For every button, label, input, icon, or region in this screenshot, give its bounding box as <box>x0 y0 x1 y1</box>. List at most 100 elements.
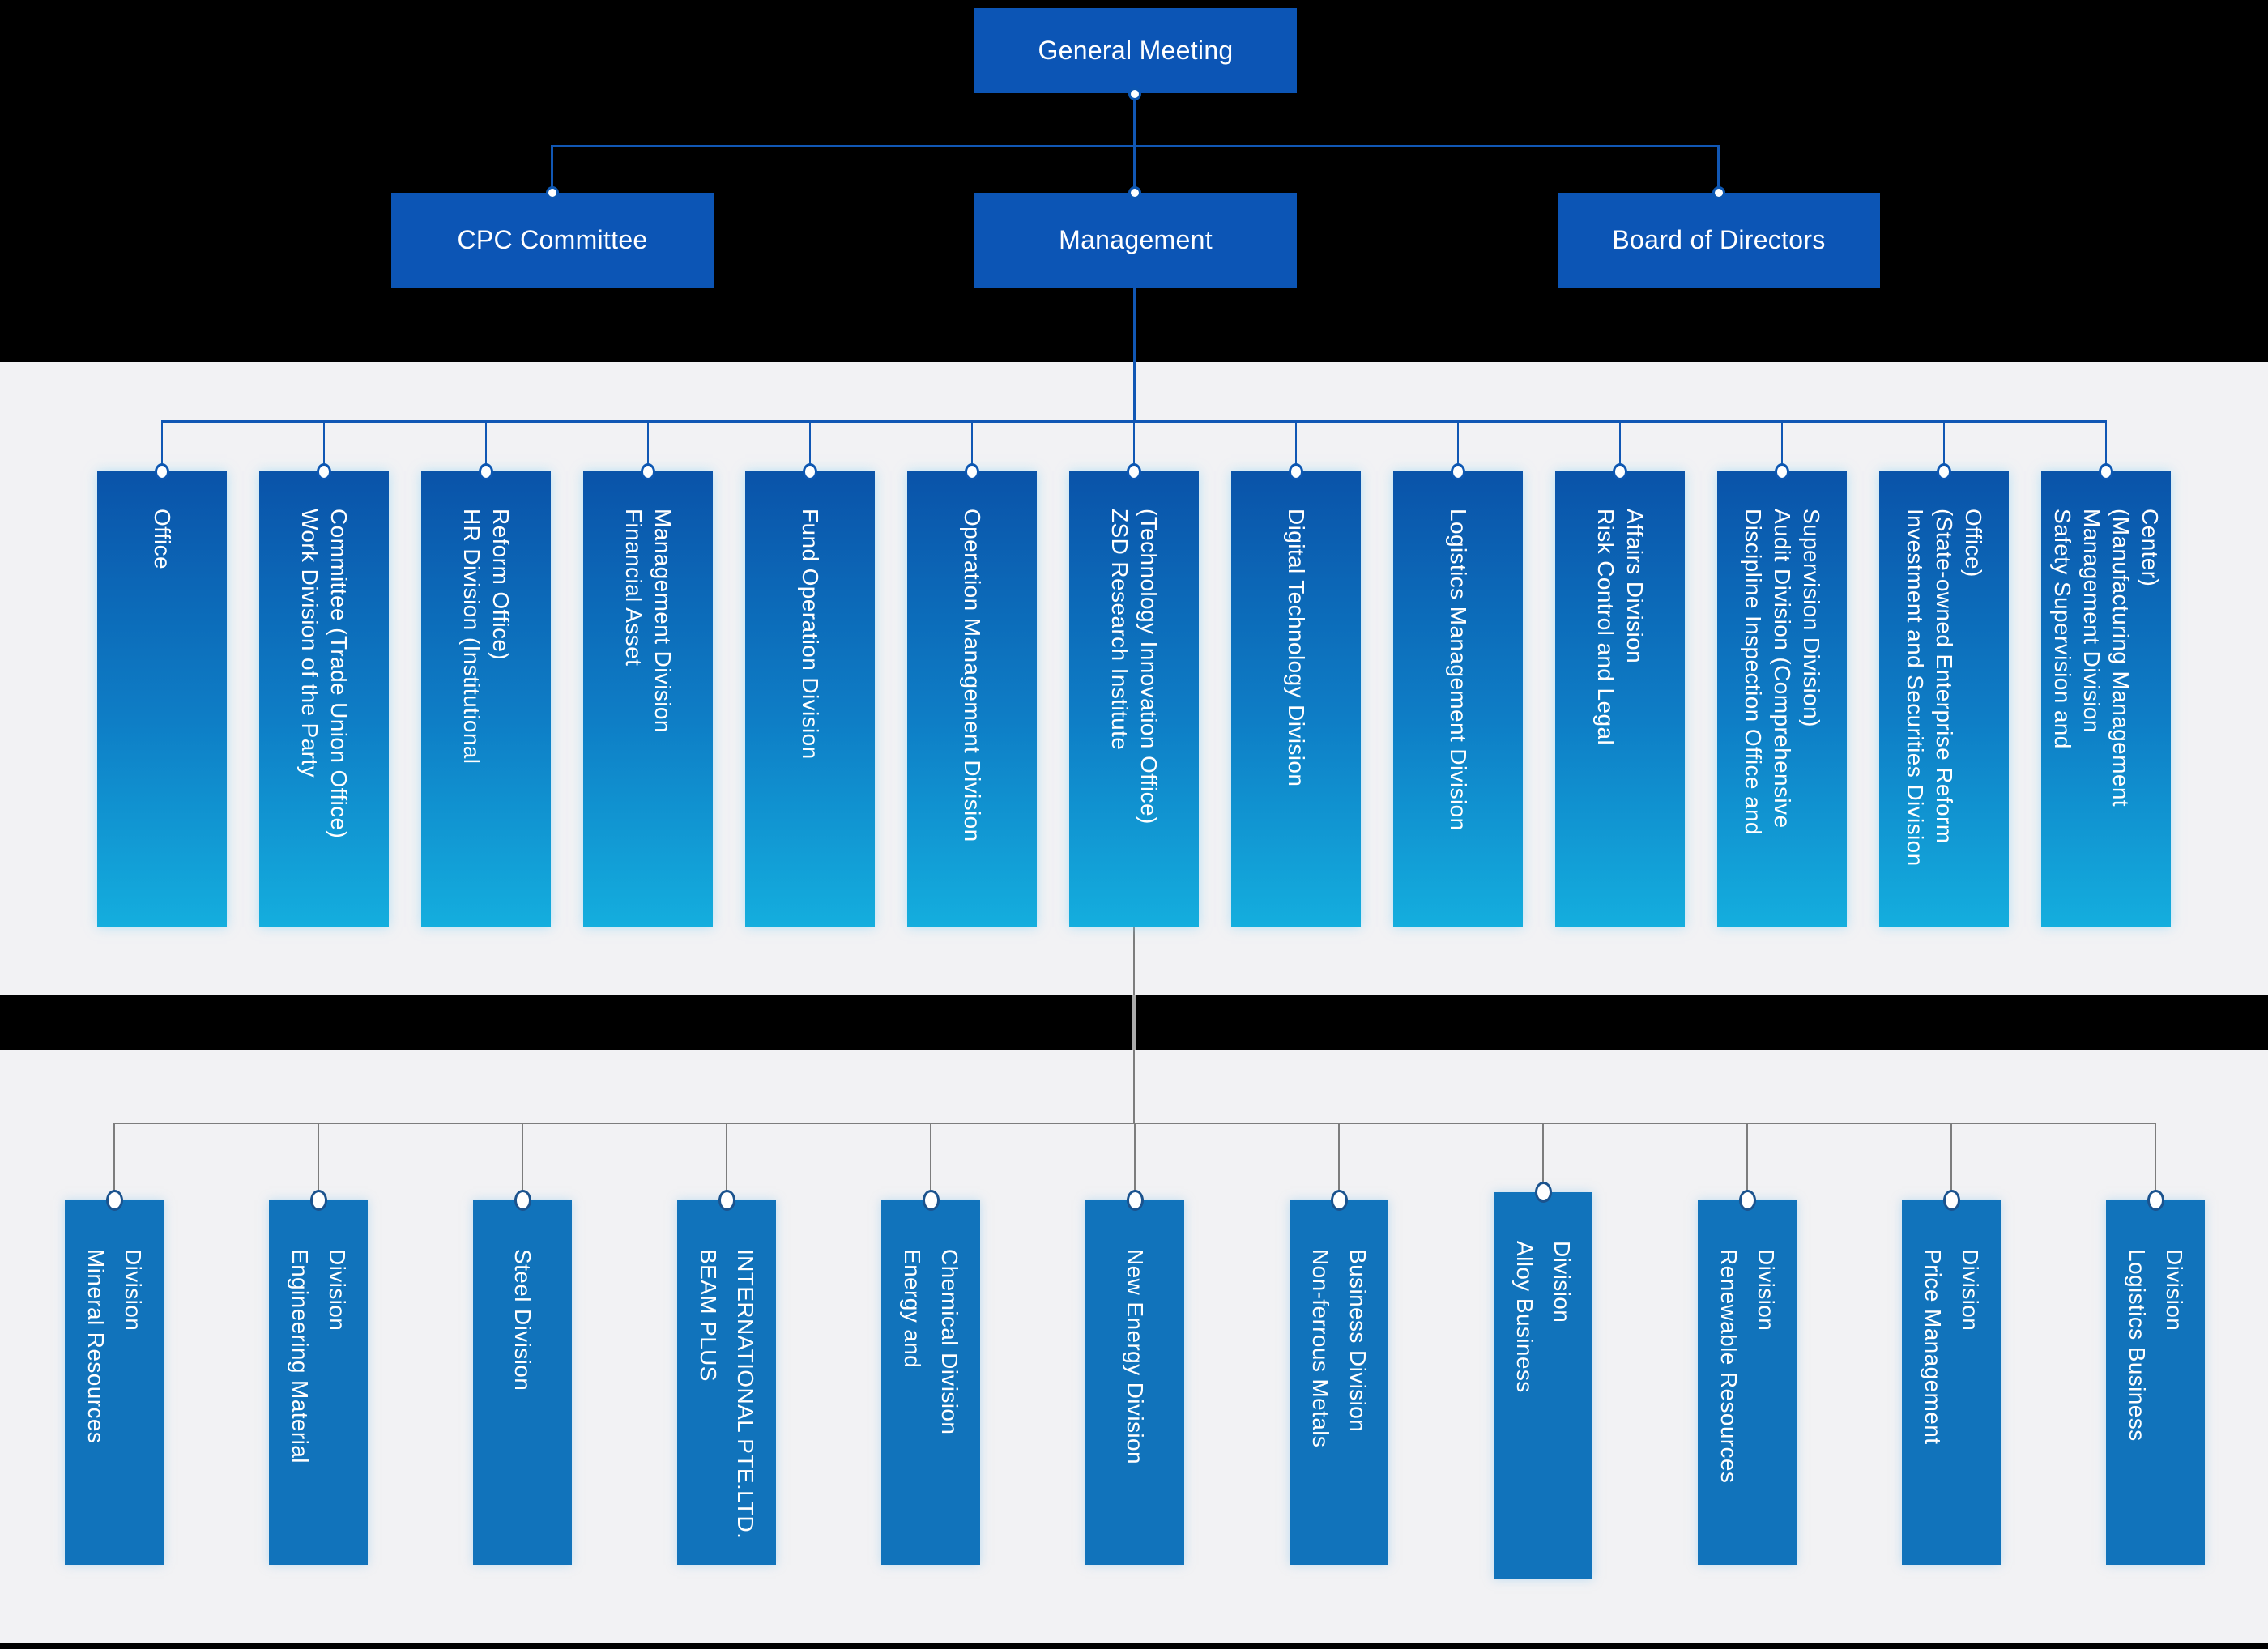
connector-dot <box>2147 1190 2164 1211</box>
connector-dot <box>479 463 493 480</box>
dept-label: Logistics Management Division <box>1446 509 1471 831</box>
division-label: Alloy Business Division <box>1512 1241 1575 1393</box>
connector-dot <box>803 463 817 480</box>
connector-dot <box>1937 463 1951 480</box>
connector-line <box>323 420 325 471</box>
dept-label: Risk Control and Legal Affairs Division <box>1593 509 1648 746</box>
dept-label: Investment and Securities Division (Stat… <box>1903 509 1986 867</box>
division-label: Renewable Resources Division <box>1716 1249 1779 1484</box>
connector-line <box>1133 93 1136 193</box>
connector-line <box>318 1123 319 1200</box>
node-label: CPC Committee <box>457 225 648 254</box>
node-label: General Meeting <box>1038 36 1234 65</box>
dept-label: Financial Asset Management Division <box>621 509 676 733</box>
node-board-of-directors: Board of Directors <box>1558 193 1880 288</box>
dept-box-hr-division: HR Division (Institutional Reform Office… <box>421 471 551 927</box>
connector-line <box>161 420 163 471</box>
dept-box-party-committee: Work Division of the Party Committee (Tr… <box>259 471 389 927</box>
connector-dot <box>1127 1190 1144 1211</box>
connector-line <box>1132 995 1136 1050</box>
dept-box-discipline-inspection: Discipline Inspection Office and Audit D… <box>1717 471 1847 927</box>
connector-dot <box>1289 463 1303 480</box>
connector-line <box>2155 1123 2156 1200</box>
connector-line <box>552 145 1719 147</box>
connector-dot <box>1739 1190 1756 1211</box>
connector-line <box>485 420 487 471</box>
connector-dot <box>1943 1190 1960 1211</box>
division-box-energy-chemical: Energy and Chemical Division <box>881 1200 980 1565</box>
connector-dot <box>155 463 169 480</box>
connector-dot <box>1128 186 1141 199</box>
connector-dot <box>310 1190 327 1211</box>
connector-dot <box>641 463 655 480</box>
connector-line <box>2105 420 2107 471</box>
division-box-steel: Steel Division <box>473 1200 572 1565</box>
connector-dot <box>1775 463 1789 480</box>
connector-dot <box>546 186 559 199</box>
dept-label: Operation Management Division <box>960 509 985 842</box>
dept-label: Work Division of the Party Committee (Tr… <box>297 509 352 839</box>
connector-line <box>1134 1123 1136 1200</box>
connector-line <box>930 1123 932 1200</box>
connector-dot <box>1128 87 1141 100</box>
dept-label: ZSD Research Institute (Technology Innov… <box>1107 509 1162 824</box>
connector-line <box>809 420 811 471</box>
connector-line <box>1746 1123 1748 1200</box>
division-label: Price Management Division <box>1921 1249 1983 1445</box>
dept-box-operation-management: Operation Management Division <box>907 471 1037 927</box>
dept-box-fund-operation: Fund Operation Division <box>745 471 875 927</box>
connector-dot <box>1451 463 1465 480</box>
division-box-beam-plus-international: BEAM PLUS INTERNATIONAL PTE.LTD. <box>677 1200 776 1565</box>
connector-line <box>1943 420 1945 471</box>
connector-line <box>1133 420 1135 471</box>
division-box-engineering-material: Engineering Material Division <box>269 1200 368 1565</box>
dept-box-safety-supervision: Safety Supervision and Management Divisi… <box>2041 471 2171 927</box>
dept-box-investment-securities: Investment and Securities Division (Stat… <box>1879 471 2009 927</box>
division-label: Steel Division <box>510 1249 535 1391</box>
dept-box-office: Office <box>97 471 227 927</box>
connector-line <box>1717 145 1720 193</box>
dept-label: Discipline Inspection Office and Audit D… <box>1741 509 1824 835</box>
connector-line <box>647 420 649 471</box>
division-box-price-management: Price Management Division <box>1902 1200 2001 1565</box>
dept-box-digital-technology: Digital Technology Division <box>1231 471 1361 927</box>
connector-dot <box>1613 463 1627 480</box>
node-label: Management <box>1059 225 1213 254</box>
connector-dot <box>514 1190 531 1211</box>
dept-label: HR Division (Institutional Reform Office… <box>459 509 514 765</box>
connector-line <box>1457 420 1459 471</box>
dept-box-logistics-management: Logistics Management Division <box>1393 471 1523 927</box>
node-label: Board of Directors <box>1612 225 1826 254</box>
connector-dot <box>1535 1182 1552 1203</box>
division-box-mineral-resources: Mineral Resources Division <box>65 1200 164 1565</box>
node-cpc-committee: CPC Committee <box>391 193 714 288</box>
connector-line <box>1295 420 1297 471</box>
connector-dot <box>317 463 331 480</box>
division-label: Engineering Material Division <box>288 1249 350 1464</box>
division-box-non-ferrous-metals: Non-ferrous Metals Business Division <box>1290 1200 1388 1565</box>
connector-line <box>1781 420 1783 471</box>
dept-label: Safety Supervision and Management Divisi… <box>2050 509 2163 807</box>
connector-line <box>1950 1123 1952 1200</box>
dept-box-risk-control: Risk Control and Legal Affairs Division <box>1555 471 1685 927</box>
connector-dot <box>965 463 979 480</box>
division-label: Logistics Business Division <box>2125 1249 2187 1442</box>
connector-line <box>551 145 553 193</box>
division-box-renewable-resources: Renewable Resources Division <box>1698 1200 1797 1565</box>
connector-line <box>1542 1123 1544 1192</box>
connector-dot <box>106 1190 123 1211</box>
connector-dot <box>1331 1190 1348 1211</box>
division-box-logistics-business: Logistics Business Division <box>2106 1200 2205 1565</box>
connector-line <box>1338 1123 1340 1200</box>
connector-dot <box>923 1190 940 1211</box>
footer-black-strip <box>0 1643 2268 1649</box>
division-box-new-energy: New Energy Division <box>1085 1200 1184 1565</box>
connector-line <box>113 1123 115 1200</box>
division-label: Energy and Chemical Division <box>900 1249 962 1435</box>
connector-line <box>1133 288 1136 422</box>
connector-dot <box>2099 463 2113 480</box>
dept-box-financial-asset: Financial Asset Management Division <box>583 471 713 927</box>
connector-line <box>522 1123 523 1200</box>
division-label: New Energy Division <box>1123 1249 1148 1464</box>
